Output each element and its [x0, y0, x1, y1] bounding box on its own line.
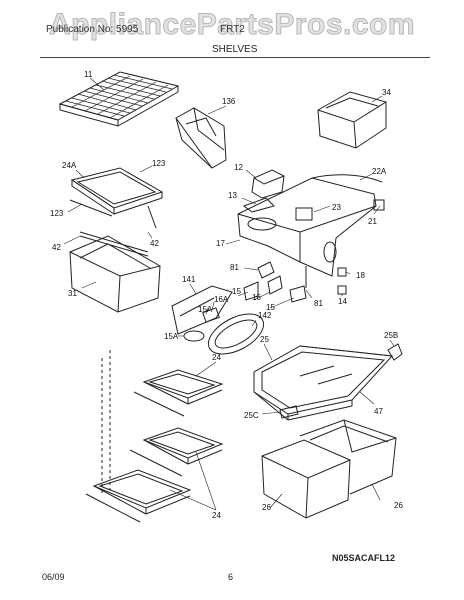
- label-15-upper: 15: [232, 287, 241, 296]
- clip-parts: [337, 267, 347, 295]
- label-18: 18: [356, 271, 365, 280]
- door-bin-part: [317, 91, 387, 149]
- light-shield-parts: [171, 285, 265, 355]
- label-21: 21: [368, 217, 377, 226]
- door-shelf-stack-part: [85, 350, 224, 523]
- header-rule: [40, 57, 430, 58]
- label-24-upper: 24: [212, 353, 221, 362]
- publication-header: Publication No: 5995: [46, 24, 139, 35]
- part-labels: 11 136 34 24A 123 123 42 42 31 12 13 22A…: [50, 70, 403, 520]
- label-13: 13: [228, 191, 237, 200]
- footer-date: 06/09: [42, 572, 65, 582]
- diagram-code: N05SACAFL12: [332, 553, 396, 563]
- label-136: 136: [222, 97, 236, 106]
- bottom-drawers-part: [261, 419, 397, 519]
- label-25c: 25C: [244, 411, 259, 420]
- control-housing-part: [237, 169, 385, 277]
- label-23: 23: [332, 203, 341, 212]
- label-11: 11: [84, 70, 93, 79]
- main-glass-shelf-part: [253, 343, 403, 421]
- label-34: 34: [382, 88, 391, 97]
- model-header: FRT2: [220, 24, 245, 35]
- leader-lines: [63, 77, 395, 511]
- crisper-drawer-part: [69, 231, 161, 313]
- label-42-right: 42: [150, 239, 159, 248]
- label-25b: 25B: [384, 331, 398, 340]
- page-number: 6: [228, 572, 234, 582]
- label-25: 25: [260, 335, 269, 344]
- label-47: 47: [374, 407, 383, 416]
- label-15a-upper: 15A: [198, 305, 213, 314]
- label-15-lower: 15: [266, 303, 275, 312]
- label-14: 14: [338, 297, 347, 306]
- label-123-left: 123: [50, 209, 64, 218]
- label-141: 141: [182, 275, 196, 284]
- label-24a: 24A: [62, 161, 77, 170]
- watermark: AppliancePartsPros.com: [48, 8, 416, 42]
- label-31: 31: [68, 289, 77, 298]
- top-glass-shelf-part: [69, 167, 164, 229]
- shelf-divider-part: [175, 107, 227, 169]
- label-16a: 16A: [214, 295, 229, 304]
- label-26-right: 26: [394, 501, 403, 510]
- label-81-right: 81: [314, 299, 323, 308]
- label-26-left: 26: [262, 503, 271, 512]
- light-socket-parts: [243, 261, 307, 303]
- wire-shelf-part: [58, 71, 180, 127]
- label-16: 16: [252, 293, 261, 302]
- label-17: 17: [216, 239, 225, 248]
- label-24-lower: 24: [212, 511, 221, 520]
- label-15a-lower: 15A: [164, 332, 179, 341]
- label-42-left: 42: [52, 243, 61, 252]
- section-title: SHELVES: [212, 44, 258, 55]
- label-81-left: 81: [230, 263, 239, 272]
- label-12: 12: [234, 163, 243, 172]
- label-123-top: 123: [152, 159, 166, 168]
- label-22a: 22A: [372, 167, 387, 176]
- label-142: 142: [258, 311, 272, 320]
